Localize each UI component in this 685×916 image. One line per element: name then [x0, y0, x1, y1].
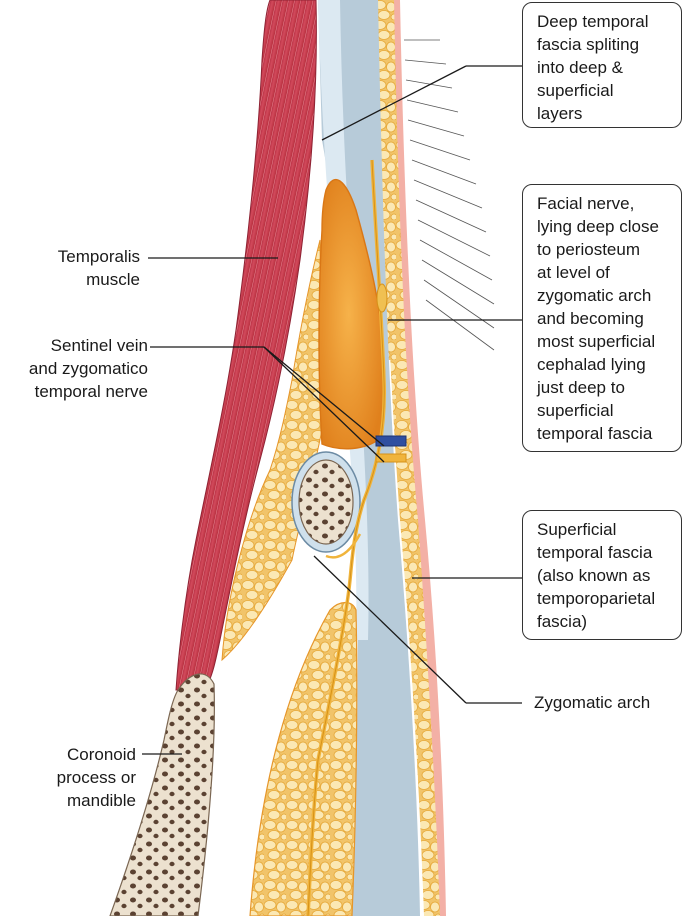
- temporalis-muscle-label: Temporalis muscle: [57, 247, 140, 289]
- facial-nerve-box: Facial nerve, lying deep close to perios…: [522, 184, 682, 452]
- superficial-temporal-fascia-label: Superficial temporal fascia (also known …: [537, 520, 656, 631]
- deep-temporal-fascia-box: Deep temporal fascia spliting into deep …: [522, 2, 682, 128]
- facial-nerve-label: Facial nerve, lying deep close to perios…: [537, 194, 659, 443]
- sentinel-vein-label: Sentinel vein and zygomatico temporal ne…: [28, 336, 148, 401]
- leader-lines: [142, 65, 522, 755]
- coronoid-process-label: Coronoid process or mandible: [56, 745, 136, 810]
- hair-hatching: [404, 39, 495, 351]
- deep-temporal-fascia-label: Deep temporal fascia spliting into deep …: [537, 12, 649, 123]
- superficial-temporal-fascia-box: Superficial temporal fascia (also known …: [522, 510, 682, 640]
- zygomatic-arch-label: Zygomatic arch: [534, 693, 651, 712]
